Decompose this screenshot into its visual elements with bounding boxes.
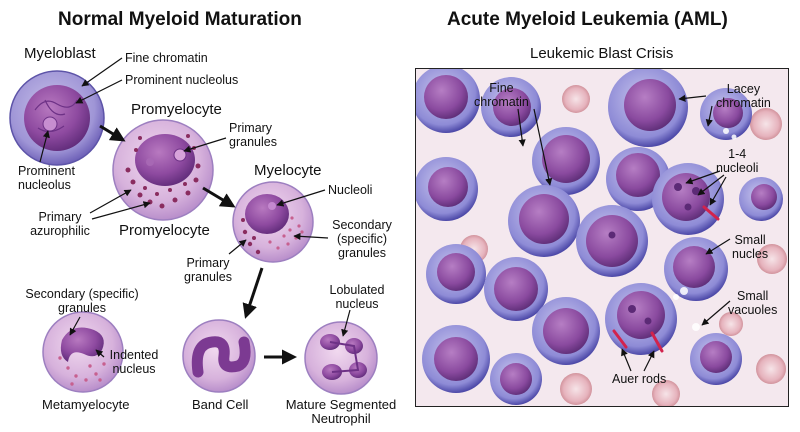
aml-leader-lines bbox=[517, 94, 731, 372]
annotation-line: nucleolus bbox=[18, 178, 71, 192]
annotation-line: chromatin bbox=[716, 96, 771, 110]
nucleoli-and-vacuoles bbox=[608, 128, 737, 331]
neutrophil-cell bbox=[304, 321, 378, 395]
neutrophil-label: Mature Segmented Neutrophil bbox=[278, 398, 404, 426]
promyelocyte-label-top: Promyelocyte bbox=[131, 101, 222, 118]
annotation-primary-granules: Primary granules bbox=[229, 121, 277, 149]
annotation-meta-secondary-granules: Secondary (specific) granules bbox=[20, 287, 144, 315]
right-title: Acute Myeloid Leukemia (AML) bbox=[447, 9, 728, 30]
promyelocyte-label-bottom: Promyelocyte bbox=[119, 222, 210, 239]
annotation-line: Primary bbox=[186, 256, 230, 270]
annotation-nucleoli: Nucleoli bbox=[328, 183, 373, 197]
annotation-line: azurophilic bbox=[30, 224, 90, 238]
annotation-small-vacuoles: Small vacuoles bbox=[728, 289, 777, 317]
myelocyte-cell bbox=[232, 181, 314, 263]
annotation-line: nucles bbox=[732, 247, 769, 261]
annotation-line: granules bbox=[184, 270, 232, 284]
annotation-lobulated-nucleus: Lobulated nucleus bbox=[322, 283, 392, 311]
left-title: Normal Myeloid Maturation bbox=[58, 9, 302, 30]
annotation-prominent-nucleolus: Prominent nucleolus bbox=[125, 73, 239, 87]
annotation-line: 1-4 bbox=[728, 147, 747, 161]
micrograph-illustration bbox=[416, 69, 787, 406]
annotation-myelocyte-primary-granules: Primary granules bbox=[178, 256, 238, 284]
annotation-indented-nucleus: Indented nucleus bbox=[104, 348, 164, 376]
annotation-line: Small bbox=[734, 233, 766, 247]
annotation-fine-chromatin: Fine chromatin bbox=[125, 51, 208, 65]
annotation-aml-fine-chromatin: Fine chromatin bbox=[474, 81, 529, 109]
annotation-line: granules bbox=[58, 301, 106, 315]
band-cell bbox=[182, 319, 256, 393]
myelocyte-label: Myelocyte bbox=[254, 162, 322, 179]
label-leader-lines bbox=[39, 57, 351, 358]
metamyelocyte-cell bbox=[42, 311, 124, 393]
annotation-line: Indented bbox=[109, 348, 159, 362]
blast-cells bbox=[416, 69, 783, 405]
annotation-line: Small bbox=[737, 289, 769, 303]
annotation-line: Prominent bbox=[18, 164, 75, 178]
annotation-secondary-specific: Secondary (specific) granules bbox=[328, 218, 396, 260]
band-cell-label: Band Cell bbox=[192, 397, 249, 412]
annotation-prominent-nucleolus-left: Prominent nucleolus bbox=[18, 164, 75, 192]
annotation-line: Fine bbox=[489, 81, 514, 95]
myeloblast-label: Myeloblast bbox=[24, 45, 96, 62]
annotation-line: nucleus bbox=[112, 362, 156, 376]
annotation-small-nucles: Small nucles bbox=[732, 233, 768, 261]
annotation-line: Lobulated bbox=[329, 283, 385, 297]
annotation-primary-azurophilic: Primary azurophilic bbox=[24, 210, 96, 238]
metamyelocyte-label: Metamyelocyte bbox=[42, 397, 130, 412]
neutrophil-label-line2: Neutrophil bbox=[311, 411, 371, 426]
annotation-line: granules bbox=[338, 246, 386, 260]
annotation-line: Primary bbox=[38, 210, 82, 224]
annotation-line: nucleoli bbox=[716, 161, 759, 175]
annotation-line: nucleus bbox=[335, 297, 379, 311]
blast-crisis-micrograph: Fine chromatin Lacey chromatin 1-4 nucle… bbox=[415, 68, 789, 407]
annotation-lacey-chromatin: Lacey chromatin bbox=[716, 82, 771, 110]
maturation-illustration bbox=[9, 57, 378, 395]
right-subtitle: Leukemic Blast Crisis bbox=[530, 45, 674, 62]
annotation-line: Secondary bbox=[332, 218, 392, 232]
annotation-line: granules bbox=[229, 135, 277, 149]
auer-rods bbox=[612, 205, 720, 353]
annotation-auer-rods: Auer rods bbox=[612, 372, 667, 386]
annotation-line: vacuoles bbox=[728, 303, 778, 317]
annotation-line: (specific) bbox=[336, 232, 387, 246]
annotation-line: Lacey bbox=[726, 82, 761, 96]
annotation-line: chromatin bbox=[474, 95, 529, 109]
neutrophil-label-line1: Mature Segmented bbox=[285, 397, 397, 412]
annotation-line: Primary bbox=[229, 121, 273, 135]
annotation-aml-nucleoli: 1-4 nucleoli bbox=[716, 147, 758, 175]
promyelocyte-cell bbox=[112, 119, 214, 221]
red-blood-cells bbox=[460, 85, 787, 406]
annotation-line: Secondary (specific) bbox=[25, 287, 139, 301]
myeloblast-cell bbox=[9, 70, 105, 166]
maturation-arrows bbox=[99, 124, 297, 365]
